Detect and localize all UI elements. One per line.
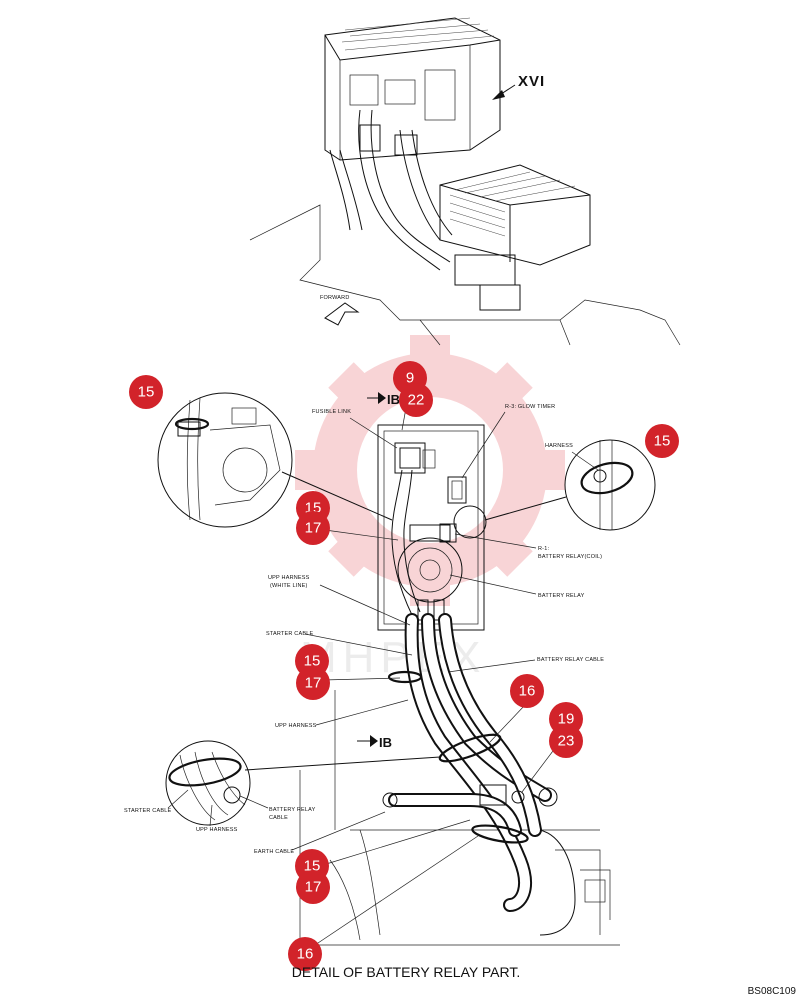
detail-view: IB IB FUSIBLE LINK R-3: GLOW TIMER HARNE… — [254, 385, 620, 946]
direction-mark-2: IB — [357, 735, 392, 750]
svg-text:15: 15 — [138, 384, 155, 401]
svg-text:15: 15 — [304, 653, 321, 670]
label-earth-cable: EARTH CABLE — [254, 849, 294, 855]
svg-text:17: 17 — [305, 675, 322, 692]
top-assembly-view: XVI FORWARD — [249, 17, 681, 346]
label-relay-coil-1: R-1: — [538, 546, 549, 552]
label-glow-timer: R-3: GLOW TIMER — [505, 404, 555, 410]
label-upp-harness-white-2: (WHITE LINE) — [270, 583, 308, 589]
svg-text:15: 15 — [654, 433, 671, 450]
callout-bubble: 16 — [288, 937, 322, 971]
callout-bubble: 17 — [296, 870, 330, 904]
label-battery-relay-cable-detail-1: BATTERY RELAY — [269, 807, 316, 813]
forward-label: FORWARD — [320, 295, 350, 301]
label-harness: HARNESS — [545, 443, 573, 449]
view-label: XVI — [518, 73, 545, 90]
svg-text:16: 16 — [297, 946, 314, 963]
svg-text:15: 15 — [304, 858, 321, 875]
svg-text:IB: IB — [379, 735, 392, 750]
label-battery-relay: BATTERY RELAY — [538, 593, 585, 599]
figure-caption: DETAIL OF BATTERY RELAY PART. — [291, 964, 521, 980]
label-starter-cable: STARTER CABLE — [266, 631, 313, 637]
label-fusible-link: FUSIBLE LINK — [312, 409, 351, 415]
detail-circle-clamp: STARTER CABLE UPP HARNESS BATTERY RELAY … — [124, 740, 441, 833]
callout-bubble: 23 — [549, 724, 583, 758]
callout-bubble: 16 — [510, 674, 544, 708]
svg-text:9: 9 — [406, 370, 414, 387]
label-upp-harness: UPP HARNESS — [275, 723, 317, 729]
label-upp-harness-detail: UPP HARNESS — [196, 827, 238, 833]
svg-text:16: 16 — [519, 683, 536, 700]
callout-bubble: 15 — [645, 424, 679, 458]
forward-arrow-icon — [324, 302, 360, 326]
svg-text:19: 19 — [558, 711, 575, 728]
callout-bubble: 22 — [399, 383, 433, 417]
svg-text:IB: IB — [387, 392, 400, 407]
direction-mark-1: IB — [367, 392, 400, 407]
label-starter-cable-detail: STARTER CABLE — [124, 808, 171, 814]
drawing-code: BS08C109 — [747, 986, 796, 997]
callout-bubble: 17 — [296, 666, 330, 700]
callout-bubble: 15 — [129, 375, 163, 409]
svg-text:17: 17 — [305, 520, 322, 537]
svg-text:22: 22 — [408, 392, 425, 409]
label-battery-relay-cable: BATTERY RELAY CABLE — [537, 657, 604, 663]
svg-text:23: 23 — [558, 733, 575, 750]
label-battery-relay-cable-detail-2: CABLE — [269, 815, 288, 821]
callout-bubble: 17 — [296, 511, 330, 545]
label-upp-harness-white-1: UPP HARNESS — [268, 575, 310, 581]
svg-text:17: 17 — [305, 879, 322, 896]
watermark-gear-icon — [295, 335, 565, 606]
detail-circle-harness-clip — [157, 392, 393, 528]
label-relay-coil-2: BATTERY RELAY(COIL) — [538, 554, 602, 560]
detail-circle-harness-tie — [453, 439, 656, 539]
